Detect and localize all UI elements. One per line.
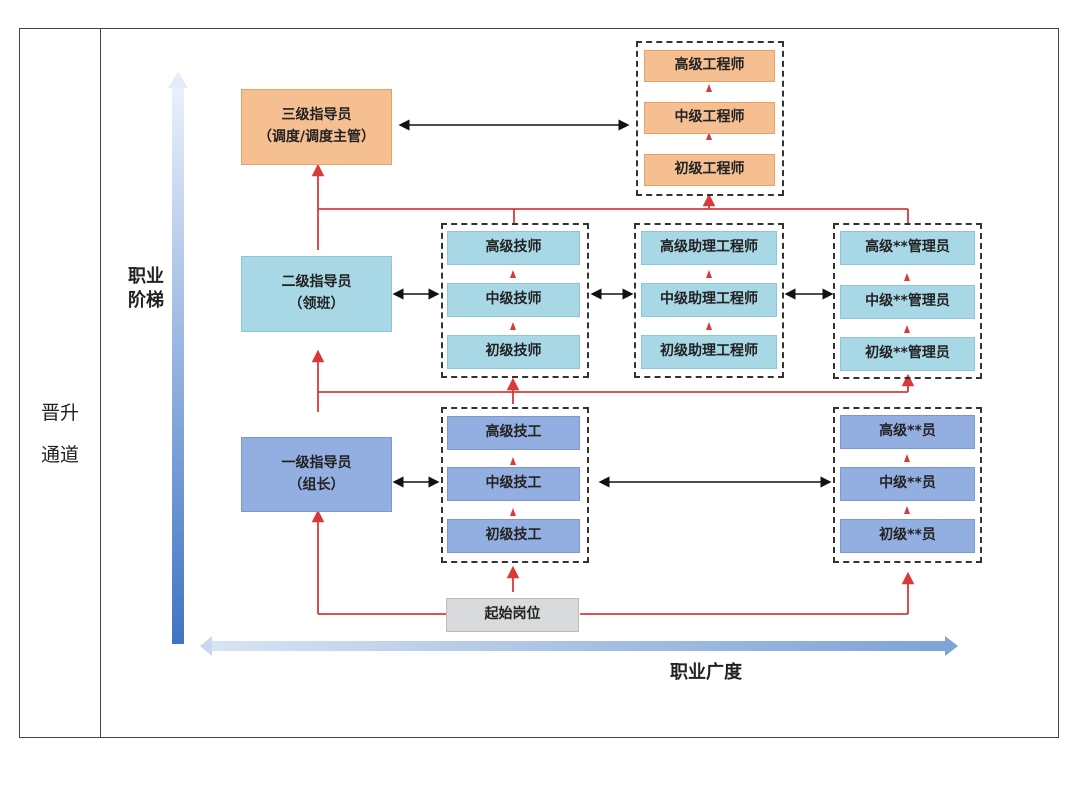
staff-group [833,407,982,563]
guide-level1-title: 一级指导员 [281,454,352,471]
manager-senior-box: 高级**管理员 [840,231,975,265]
assistant-engineer-junior-box: 初级助理工程师 [641,335,777,369]
staff-senior-box: 高级**员 [840,415,975,449]
guide-level3-box: 三级指导员 （调度/调度主管） [241,89,392,165]
manager-middle-box: 中级**管理员 [840,285,975,319]
inner-red-arrows [510,84,910,516]
outer-frame [19,28,1059,738]
guide-level2-subtitle: （领班） [288,296,345,312]
engineer-middle-box: 中级工程师 [644,102,775,134]
assistant-engineer-middle-box: 中级助理工程师 [641,283,777,317]
guide-level3-title: 三级指导员 [281,107,352,124]
staff-middle-box: 中级**员 [840,467,975,501]
technician-group [441,223,589,378]
guide-level1-subtitle: （组长） [288,476,345,493]
manager-group [833,223,982,379]
engineer-junior-box: 初级工程师 [644,154,775,186]
assistant-engineer-group [634,223,784,378]
technician-senior-box: 高级技师 [447,231,580,265]
engineer-senior-box: 高级工程师 [644,50,775,82]
vertical-axis-arrow [168,72,188,644]
worker-group [441,407,589,563]
worker-senior-box: 高级技工 [447,416,580,450]
worker-middle-box: 中级技工 [447,467,580,501]
guide-level3-subtitle: （调度/调度主管） [257,129,376,145]
sidebar-label-line1: 晋升 [40,402,79,424]
black-double-arrows [392,119,834,488]
guide-level2-title: 二级指导员 [281,274,352,291]
guide-level1-box: 一级指导员 （组长） [241,437,392,512]
technician-middle-box: 中级技师 [447,283,580,317]
column-divider [100,28,101,738]
start-position-box: 起始岗位 [446,598,579,632]
assistant-engineer-senior-box: 高级助理工程师 [641,231,777,265]
technician-junior-box: 初级技师 [447,335,580,369]
guide-level2-box: 二级指导员 （领班） [241,256,392,332]
worker-junior-box: 初级技工 [447,519,580,553]
manager-junior-box: 初级**管理员 [840,337,975,371]
engineer-group [636,41,784,196]
horizontal-axis-label: 职业广度 [670,662,742,683]
horizontal-axis-arrow [200,636,958,656]
sidebar-label-line2: 通道 [40,444,79,466]
staff-junior-box: 初级**员 [840,519,975,553]
vertical-axis-label-line1: 职业 [128,266,164,287]
vertical-axis-label-line2: 阶梯 [128,290,164,311]
red-connectors [311,163,915,615]
